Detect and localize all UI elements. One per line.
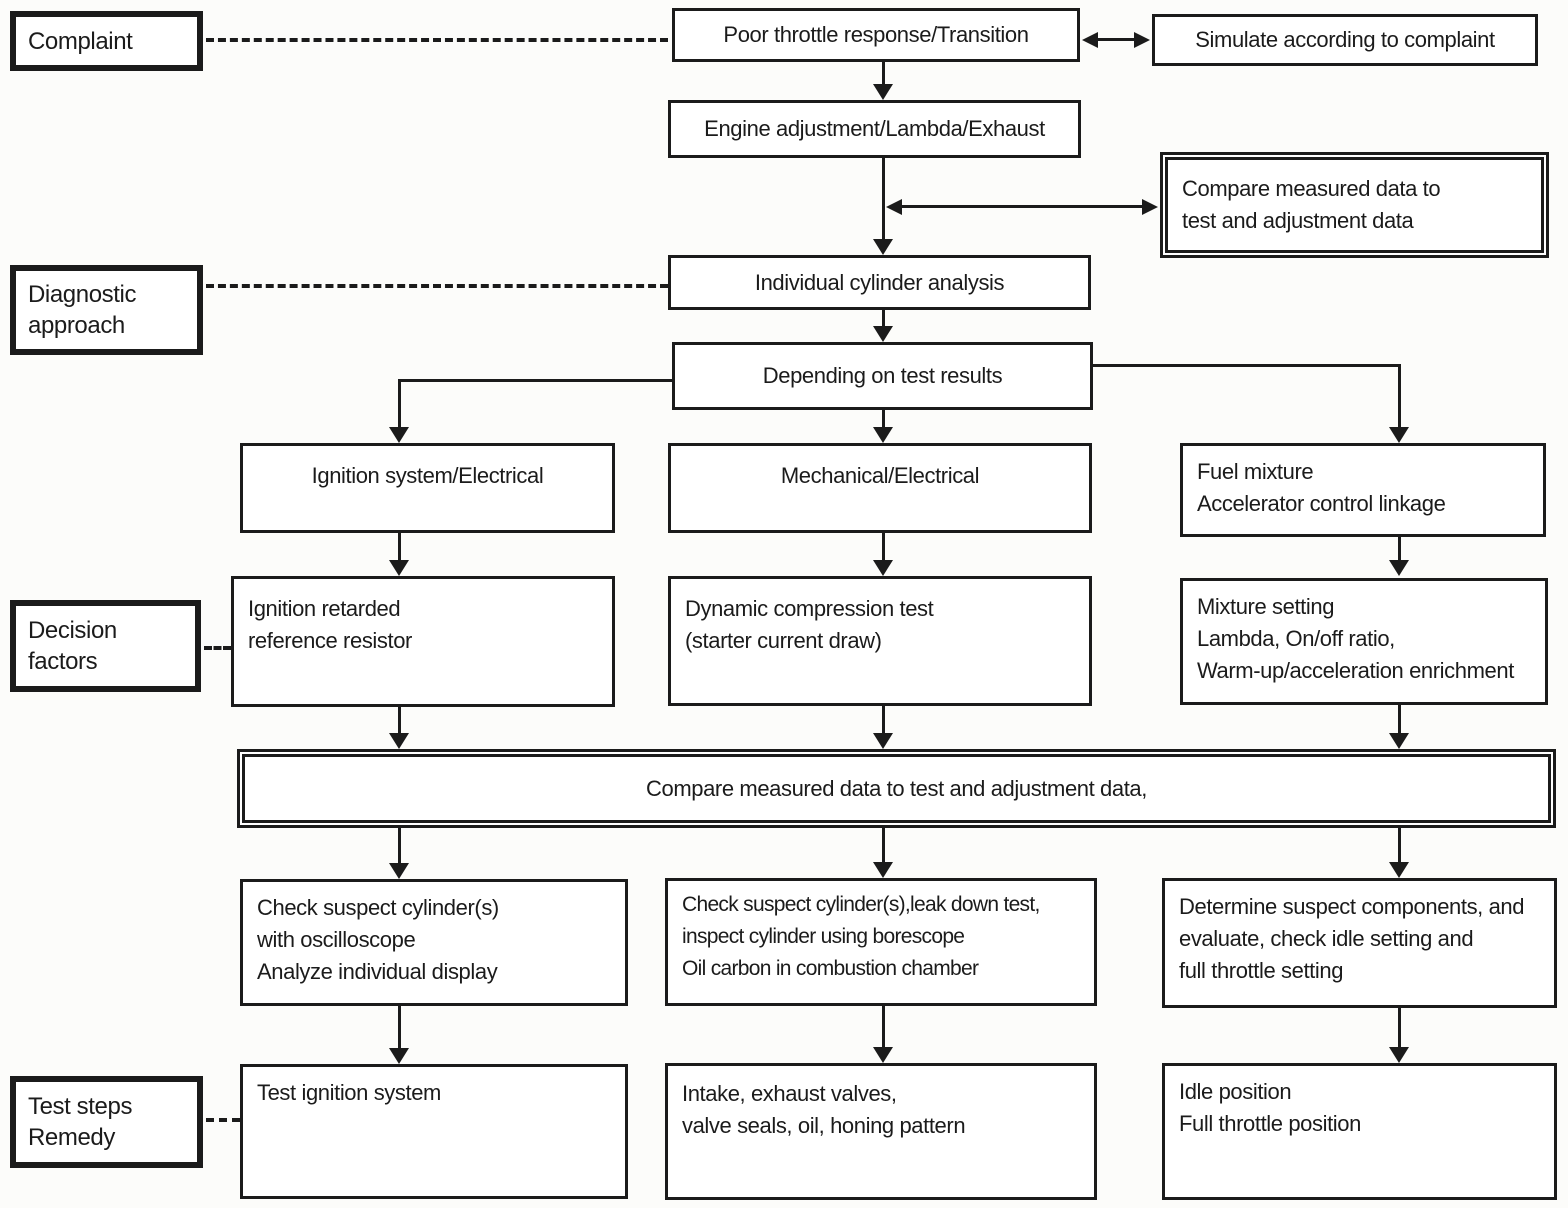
node-depending-on-test-results: Depending on test results (672, 342, 1093, 410)
arrowhead-mixturesetting-to-compare (1389, 733, 1409, 749)
arrowhead-fuelmixture-to-mixturesetting (1389, 560, 1409, 576)
arrowhead-individual-to-depending (873, 326, 893, 342)
node-check-suspect-leak-down: Check suspect cylinder(s),leak down test… (665, 878, 1097, 1006)
elbow-left-horizontal (400, 379, 672, 382)
arrowhead-oscilloscope-to-testignition (389, 1048, 409, 1064)
arrow-poor-to-engine (882, 62, 885, 84)
node-individual-cylinder-analysis: Individual cylinder analysis (668, 255, 1091, 310)
node-fuel-mixture-linkage: Fuel mixture Accelerator control linkage (1180, 443, 1546, 537)
link-poor-simulate (1096, 38, 1136, 41)
arrowhead-compare-to-determine (1389, 862, 1409, 878)
arrowhead-ignition-to-retarded (389, 560, 409, 576)
arrowhead-compare-to-leakdown (873, 862, 893, 878)
arrowhead-left-simulate (1082, 32, 1098, 48)
row-label-test-steps-remedy: Test steps Remedy (10, 1076, 203, 1168)
node-intake-exhaust-valves: Intake, exhaust valves, valve seals, oil… (665, 1063, 1097, 1200)
row-label-complaint: Complaint (10, 11, 203, 71)
node-poor-throttle-response: Poor throttle response/Transition (672, 8, 1080, 62)
arrowhead-retarded-to-compare (389, 733, 409, 749)
node-ignition-system-electrical: Ignition system/Electrical (240, 443, 615, 533)
node-dynamic-compression-test: Dynamic compression test (starter curren… (668, 576, 1092, 706)
arrowhead-compare-to-oscilloscope (389, 863, 409, 879)
arrow-leakdown-to-intake (882, 1006, 885, 1047)
dashed-link-decision-factors (204, 646, 231, 650)
arrow-determine-to-idleposition (1398, 1008, 1401, 1047)
node-idle-full-throttle-position: Idle position Full throttle position (1162, 1063, 1557, 1200)
arrowhead-depending-to-mechanical (873, 427, 893, 443)
arrowhead-depending-to-ignition (389, 427, 409, 443)
arrow-oscilloscope-to-testignition (398, 1006, 401, 1048)
arrow-mechanical-to-compression (882, 533, 885, 560)
arrow-compare-to-leakdown (882, 828, 885, 862)
arrow-depending-to-mechanical (882, 410, 885, 427)
arrow-individual-to-depending (882, 310, 885, 326)
dashed-link-complaint (206, 38, 668, 42)
elbow-right-horizontal (1093, 364, 1401, 367)
arrowhead-right-simulate (1134, 32, 1150, 48)
node-compare-measured-top: Compare measured data to test and adjust… (1160, 152, 1549, 258)
node-engine-adjustment: Engine adjustment/Lambda/Exhaust (668, 100, 1081, 158)
arrow-compare-to-oscilloscope (398, 828, 401, 863)
elbow-right-vertical (1398, 364, 1401, 427)
arrow-compression-to-compare (882, 706, 885, 733)
arrow-mixturesetting-to-compare (1398, 705, 1401, 733)
elbow-left-vertical (398, 379, 401, 427)
node-mechanical-electrical: Mechanical/Electrical (668, 443, 1092, 533)
link-engine-compare (900, 205, 1144, 208)
node-check-suspect-oscilloscope: Check suspect cylinder(s) with oscillosc… (240, 879, 628, 1006)
node-simulate-complaint: Simulate according to complaint (1152, 14, 1538, 66)
arrowhead-mechanical-to-compression (873, 560, 893, 576)
arrow-compare-to-determine (1398, 828, 1401, 862)
arrowhead-right-compare-top (1142, 199, 1158, 215)
node-test-ignition-system: Test ignition system (240, 1064, 628, 1199)
row-label-diagnostic-approach: Diagnostic approach (10, 265, 203, 355)
arrowhead-engine-to-individual (873, 239, 893, 255)
row-label-decision-factors: Decision factors (10, 600, 201, 692)
dashed-link-diagnostic-approach (206, 284, 668, 288)
arrowhead-determine-to-idleposition (1389, 1047, 1409, 1063)
arrow-fuelmixture-to-mixturesetting (1398, 537, 1401, 560)
arrow-ignition-to-retarded (398, 533, 401, 560)
node-mixture-setting: Mixture setting Lambda, On/off ratio, Wa… (1180, 578, 1548, 705)
node-ignition-retarded-resistor: Ignition retarded reference resistor (231, 576, 615, 707)
dashed-link-test-steps (206, 1118, 240, 1122)
arrow-engine-to-individual (882, 158, 885, 239)
arrowhead-depending-to-fuelmixture (1389, 427, 1409, 443)
arrow-retarded-to-compare (398, 707, 401, 733)
node-compare-measured-wide: Compare measured data to test and adjust… (237, 749, 1556, 828)
arrowhead-compression-to-compare (873, 733, 893, 749)
arrowhead-poor-to-engine (873, 84, 893, 100)
node-determine-suspect-components: Determine suspect components, and evalua… (1162, 878, 1557, 1008)
arrowhead-left-compare-top (886, 199, 902, 215)
arrowhead-leakdown-to-intake (873, 1047, 893, 1063)
